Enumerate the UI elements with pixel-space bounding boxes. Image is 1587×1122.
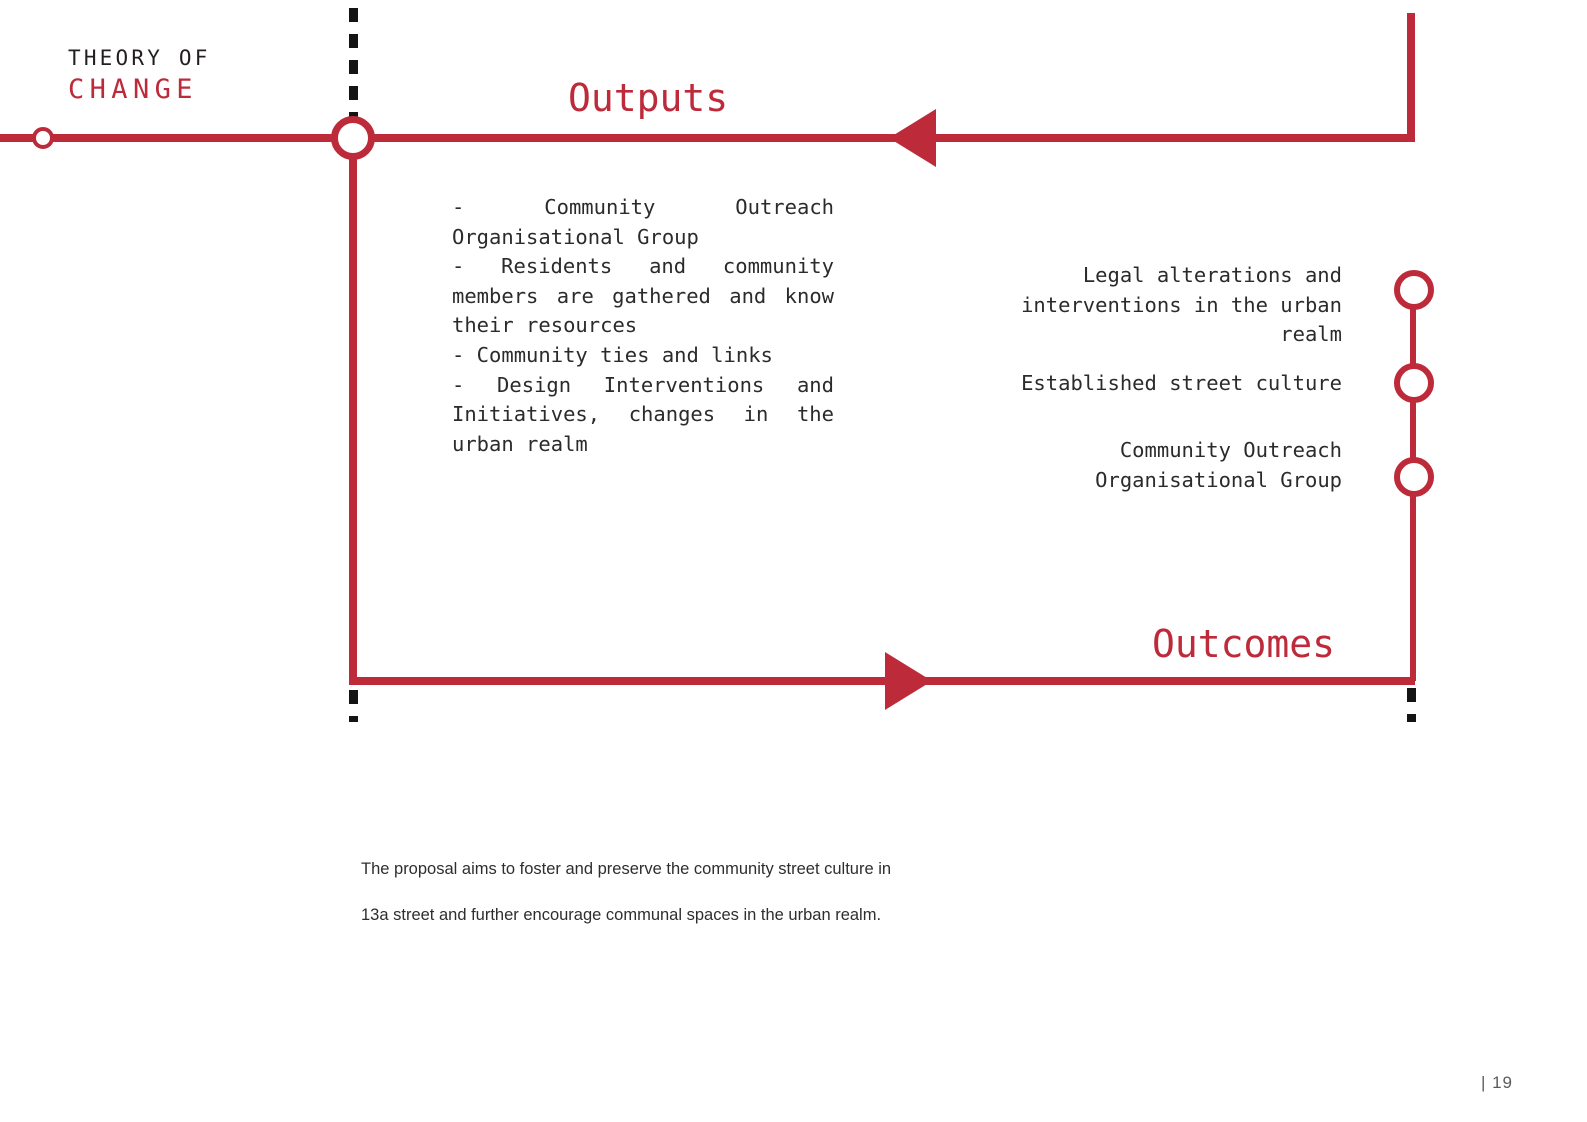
dotted-line-bottom-right bbox=[1407, 688, 1416, 722]
outputs-body-text: - Community Outreach Organisational Grou… bbox=[452, 195, 834, 456]
page-title: THEORY OF CHANGE bbox=[68, 46, 211, 105]
outcomes-section-label: Outcomes bbox=[1152, 622, 1336, 666]
arrow-left-icon bbox=[889, 109, 936, 167]
page-title-line-2: CHANGE bbox=[68, 74, 198, 105]
footer-paragraph-line: 13a street and further encourage communa… bbox=[361, 906, 882, 924]
outcome-node-3-icon bbox=[1394, 457, 1434, 497]
outcome-item: Established street culture bbox=[1021, 371, 1342, 395]
dotted-line-bottom-left bbox=[349, 690, 358, 722]
dotted-line-top bbox=[349, 8, 358, 128]
footer-paragraph-line: The proposal aims to foster and preserve… bbox=[361, 860, 892, 878]
page-number: | 19 bbox=[1480, 1073, 1513, 1092]
arrow-right-icon bbox=[885, 652, 932, 710]
outcome-item: Legal alterations and interventions in t… bbox=[1021, 263, 1342, 347]
flow-line-left-vertical bbox=[349, 138, 357, 685]
flow-line-top-right bbox=[353, 134, 1415, 142]
junction-node-icon bbox=[331, 116, 375, 160]
outcome-node-1-icon bbox=[1394, 270, 1434, 310]
page-title-line-1: THEORY OF bbox=[68, 46, 211, 70]
start-node-icon bbox=[32, 127, 54, 149]
flow-line-top-left bbox=[0, 134, 355, 142]
outcome-item: Community Outreach Organisational Group bbox=[1095, 438, 1342, 492]
outcome-node-2-icon bbox=[1394, 363, 1434, 403]
outputs-section-label: Outputs bbox=[568, 76, 729, 120]
flow-line-right-upper bbox=[1407, 13, 1415, 142]
flow-line-bottom bbox=[349, 677, 1415, 685]
